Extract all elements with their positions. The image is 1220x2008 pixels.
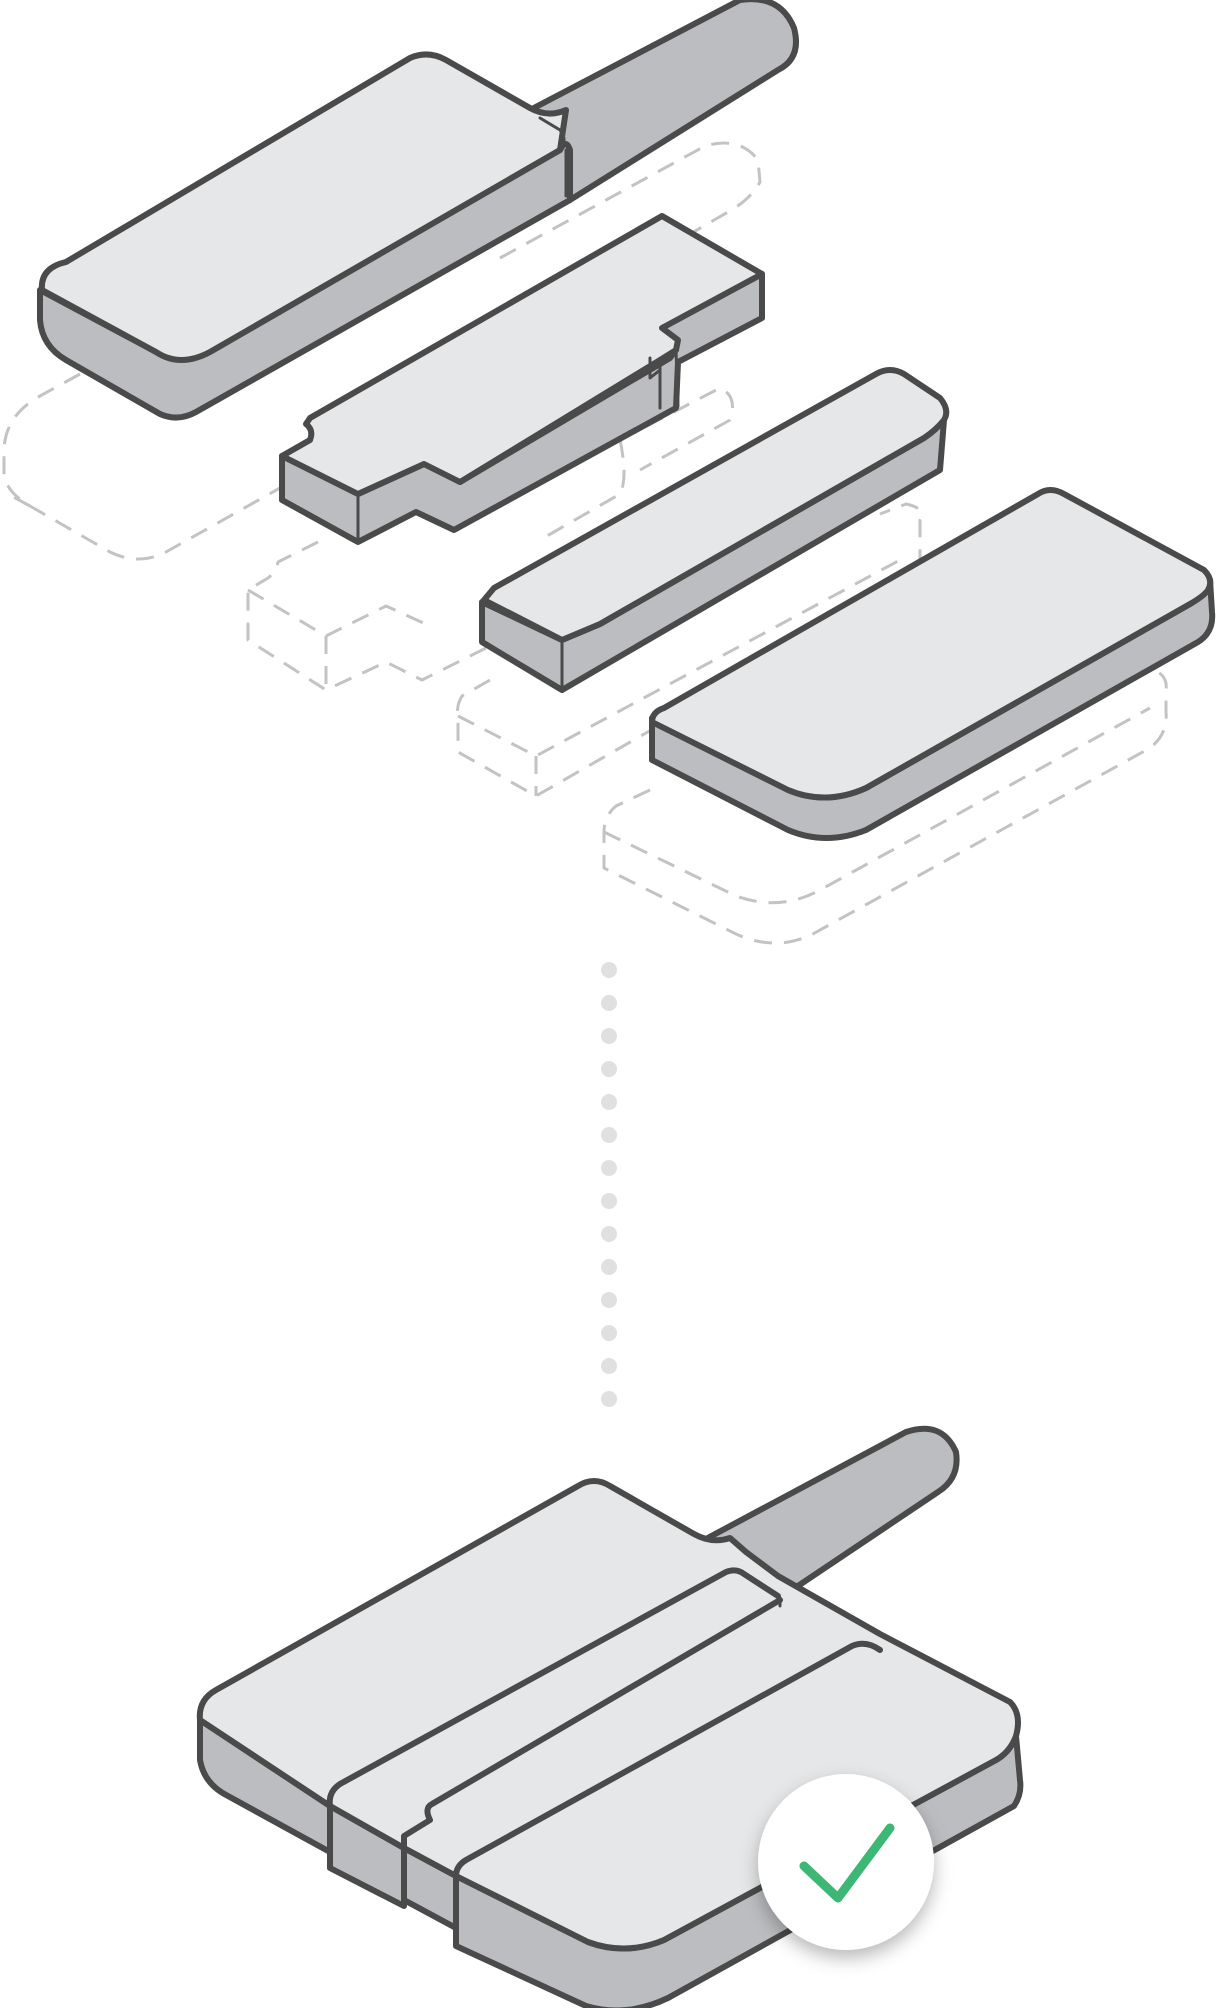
- connector-dots: [601, 962, 617, 1407]
- ghost-outlines: [2, 141, 1168, 945]
- piece-1-edge-line: [538, 116, 568, 198]
- connector-dot: [601, 1193, 617, 1209]
- connector-dot: [601, 1127, 617, 1143]
- assembled-seam-1: [326, 1567, 781, 1809]
- assembled-seam-verticals: [327, 1803, 459, 1931]
- connector-dot: [601, 1028, 617, 1044]
- piece-1-top: [38, 51, 569, 363]
- assembled-handle-edge: [742, 1572, 782, 1608]
- assembled-seam-3: [453, 1640, 883, 1879]
- puzzle-piece-1: [37, 0, 799, 421]
- puzzle-piece-2: [279, 213, 765, 545]
- puzzle-piece-3: [479, 367, 950, 693]
- piece-3-top: [481, 367, 950, 643]
- connector-dot: [601, 1292, 617, 1308]
- connector-dot: [601, 1358, 617, 1374]
- piece-2-top: [279, 213, 765, 497]
- piece-2-notch-lines: [356, 348, 680, 544]
- ghost-piece-1-handle: [499, 141, 762, 260]
- success-badge: [758, 1774, 934, 1950]
- connector-dot: [601, 1061, 617, 1077]
- checkmark-icon: [799, 1823, 895, 1903]
- connector-dot: [601, 1325, 617, 1341]
- ghost-piece-4: [602, 668, 1168, 945]
- connector-dot: [601, 1391, 617, 1407]
- connector-dot: [601, 1226, 617, 1242]
- connector-dot: [601, 1160, 617, 1176]
- piece-4-top: [649, 487, 1214, 801]
- connector-dot: [601, 1259, 617, 1275]
- connector-dot: [601, 995, 617, 1011]
- success-badge-circle: [758, 1774, 934, 1950]
- puzzle-piece-4: [649, 487, 1216, 841]
- ghost-piece-3: [456, 502, 923, 798]
- connector-dot: [601, 1094, 617, 1110]
- ghost-piece-2: [246, 386, 734, 692]
- connector-dot: [601, 962, 617, 978]
- assembled-seam-2: [401, 1597, 783, 1851]
- ghost-piece-1: [2, 329, 514, 561]
